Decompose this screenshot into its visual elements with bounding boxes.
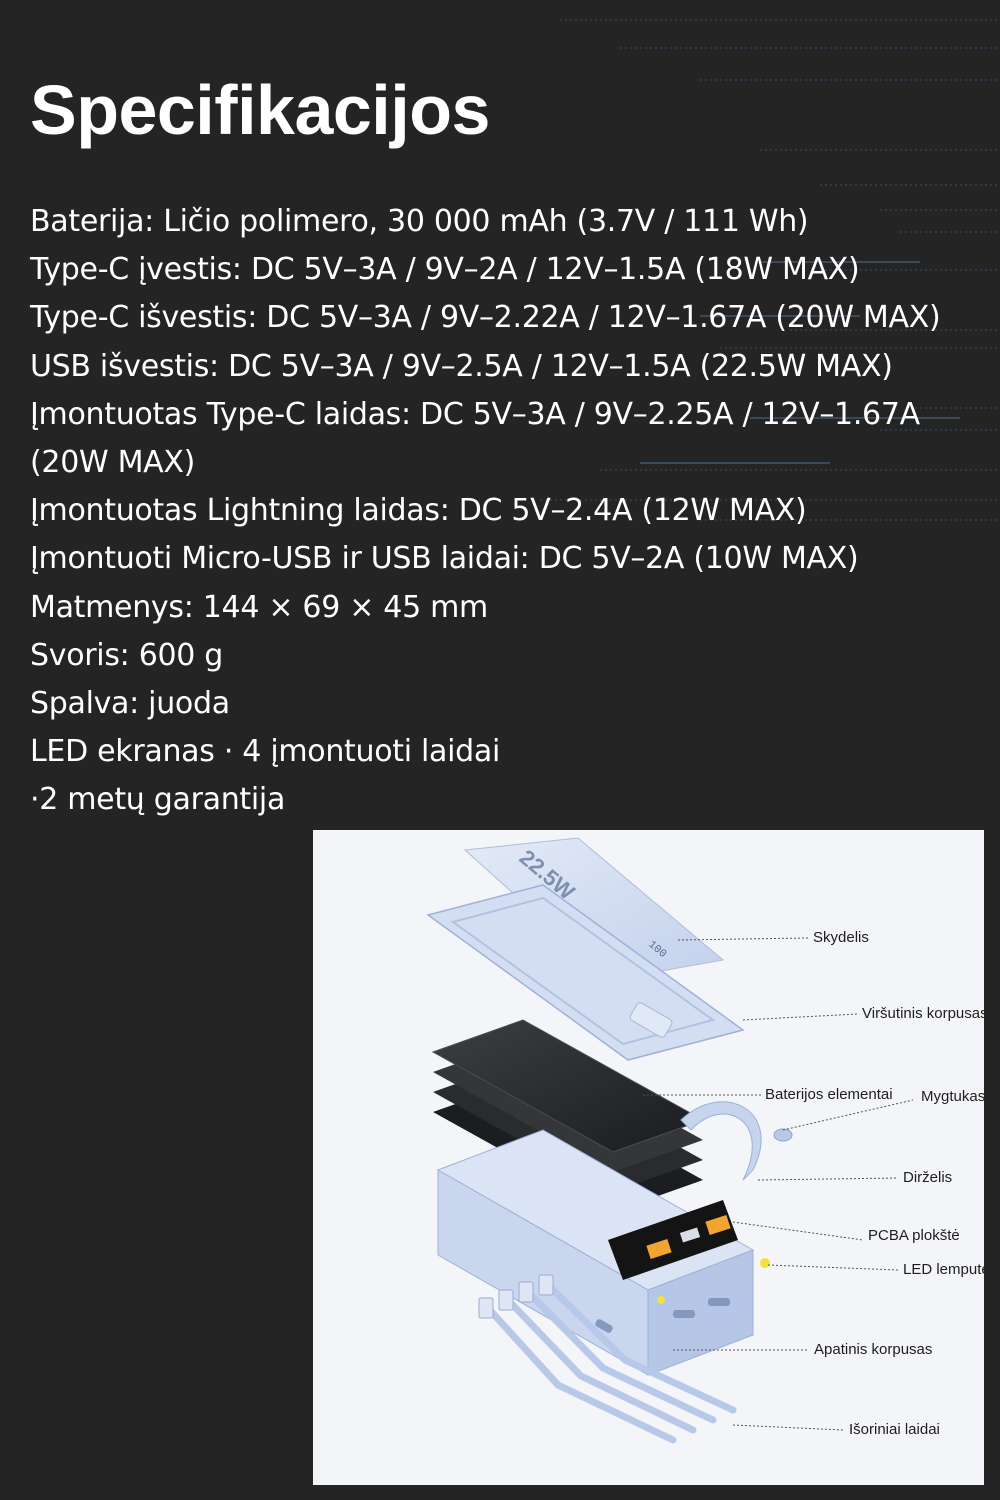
label-battery-cells: Baterijos elementai xyxy=(765,1086,893,1103)
power-bank-exploded-illustration: 22.5W 100 xyxy=(426,837,914,1444)
label-panel: Skydelis xyxy=(813,929,869,946)
label-external-cables: Išoriniai laidai xyxy=(849,1421,940,1438)
label-led: LED lemputė xyxy=(903,1261,984,1278)
spec-usb-output: USB išvestis: DC 5V–3A / 9V–2.5A / 12V–1… xyxy=(30,348,893,384)
spec-typec-input: Type-C įvestis: DC 5V–3A / 9V–2A / 12V–1… xyxy=(30,252,860,288)
top-case-part xyxy=(426,884,745,1061)
spec-dimensions: Matmenys: 144 × 69 × 45 mm xyxy=(30,589,488,625)
label-strap: Dirželis xyxy=(903,1169,953,1186)
panel-part: 22.5W 100 xyxy=(463,837,725,981)
battery-cells-part xyxy=(431,1019,705,1212)
spec-battery: Baterija: Ličio polimero, 30 000 mAh (3.… xyxy=(30,204,809,239)
spec-features: LED ekranas · 4 įmontuoti laidai xyxy=(30,734,501,770)
led-part xyxy=(657,1258,770,1304)
spec-builtin-micro-usb: Įmontuoti Micro-USB ir USB laidai: DC 5V… xyxy=(30,541,859,577)
button-part xyxy=(773,1128,793,1142)
page-title: Specifikacijos xyxy=(30,71,490,149)
external-cables-part xyxy=(484,1281,737,1444)
spec-warranty: ·2 metų garantija xyxy=(30,782,286,818)
exploded-view-figure: 22.5W 100 xyxy=(313,830,984,1485)
label-bottom-case: Apatinis korpusas xyxy=(814,1341,933,1358)
spec-builtin-lightning: Įmontuotas Lightning laidas: DC 5V–2.4A … xyxy=(30,493,807,529)
spec-weight: Svoris: 600 g xyxy=(30,637,224,673)
label-top-case: Viršutinis korpusas xyxy=(862,1005,984,1022)
pcba-part xyxy=(608,1200,738,1280)
label-pcba: PCBA plokštė xyxy=(868,1227,960,1244)
callout-leaders xyxy=(643,937,914,1431)
spec-typec-output: Type-C išvestis: DC 5V–3A / 9V–2.22A / 1… xyxy=(30,300,941,336)
spec-list: Baterija: Ličio polimero, 30 000 mAh (3.… xyxy=(30,198,990,825)
spec-builtin-typec: Įmontuotas Type-C laidas: DC 5V–3A / 9V–… xyxy=(30,396,920,481)
label-button: Mygtukas xyxy=(921,1088,984,1105)
background-decoration xyxy=(540,19,1000,521)
strap-part xyxy=(680,1101,762,1181)
spec-color: Spalva: juoda xyxy=(30,686,230,722)
bottom-case-part xyxy=(436,1129,755,1376)
